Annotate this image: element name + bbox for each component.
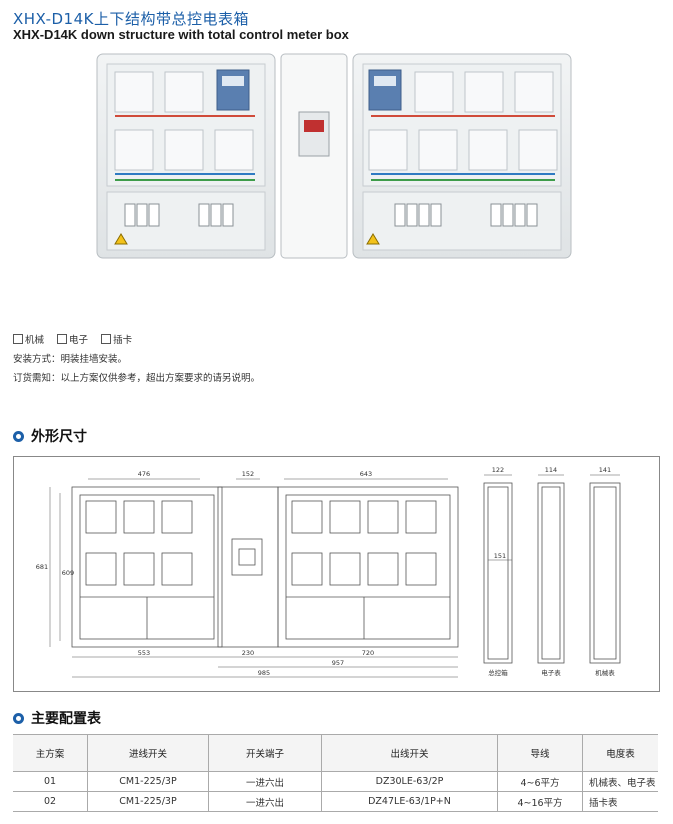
option-card[interactable]: 插卡: [101, 334, 132, 346]
product-title-en: XHX-D14K down structure with total contr…: [13, 27, 349, 42]
section-dimensions-heading: 外形尺寸: [13, 426, 87, 446]
product-title-cn: XHX-D14K上下结构带总控电表箱: [13, 10, 249, 28]
dim-985: 985: [258, 669, 270, 677]
meter-type-options: 机械 电子 插卡: [13, 332, 142, 346]
product-photo: [96, 53, 572, 259]
table-row: 02 CM1-225/3P 一进六出 DZ47LE-63/1P+N 4~16平方…: [13, 791, 658, 812]
section-config-heading: 主要配置表: [13, 708, 101, 728]
bullet-icon: [13, 712, 24, 724]
cell: CM1-225/3P: [87, 791, 209, 812]
checkbox-icon: [13, 334, 23, 344]
bullet-icon: [13, 430, 24, 442]
cell: 4~16平方: [497, 791, 583, 812]
dim-141: 141: [599, 466, 611, 474]
cell: 02: [13, 791, 88, 812]
th-meter: 电度表: [582, 734, 658, 772]
table-header-row: 主方案 进线开关 开关端子 出线开关 导线 电度表: [13, 734, 658, 772]
cell: 01: [13, 771, 88, 792]
th-inlet: 进线开关: [87, 734, 209, 772]
dim-957: 957: [332, 659, 344, 667]
cell: 一进六出: [208, 771, 322, 792]
install-note: 安装方式：明装挂墙安装。: [13, 354, 128, 365]
checkbox-icon: [57, 334, 68, 344]
th-outlet: 出线开关: [321, 734, 498, 772]
table-row: 01 CM1-225/3P 一进六出 DZ30LE-63/2P 4~6平方 机械…: [13, 771, 658, 792]
cell: DZ47LE-63/1P+N: [321, 791, 498, 812]
dim-230: 230: [242, 649, 254, 657]
dim-643: 643: [360, 470, 372, 478]
dimension-drawing: 476 152 643 681 609 553 230 720 957 985 …: [13, 456, 660, 692]
cell: 4~6平方: [497, 771, 583, 792]
th-scheme: 主方案: [13, 734, 88, 772]
dim-151: 151: [494, 552, 506, 560]
cell: 插卡表: [582, 791, 658, 812]
option-mechanical[interactable]: 机械: [13, 334, 44, 346]
th-terminal: 开关端子: [208, 734, 322, 772]
cell: DZ30LE-63/2P: [321, 771, 498, 792]
cell: 一进六出: [208, 791, 322, 812]
checkbox-icon: [101, 334, 112, 344]
dim-553: 553: [138, 649, 150, 657]
cell: CM1-225/3P: [87, 771, 209, 792]
dim-114: 114: [545, 466, 557, 474]
dim-152: 152: [242, 470, 254, 478]
order-note: 订货需知：以上方案仅供参考，超出方案要求的请另说明。: [13, 373, 261, 384]
config-table: 主方案 进线开关 开关端子 出线开关 导线 电度表 01 CM1-225/3P …: [13, 734, 658, 812]
option-electronic[interactable]: 电子: [57, 334, 88, 346]
label-main-box: 总控箱: [488, 668, 508, 677]
dim-122: 122: [492, 466, 504, 474]
cell: 机械表、电子表: [582, 771, 658, 792]
label-electronic: 电子表: [541, 668, 561, 677]
dim-681: 681: [36, 563, 48, 571]
th-wire: 导线: [497, 734, 583, 772]
dim-720: 720: [362, 649, 374, 657]
label-mechanical: 机械表: [595, 668, 615, 677]
dim-476: 476: [138, 470, 150, 478]
dim-609: 609: [62, 569, 74, 577]
